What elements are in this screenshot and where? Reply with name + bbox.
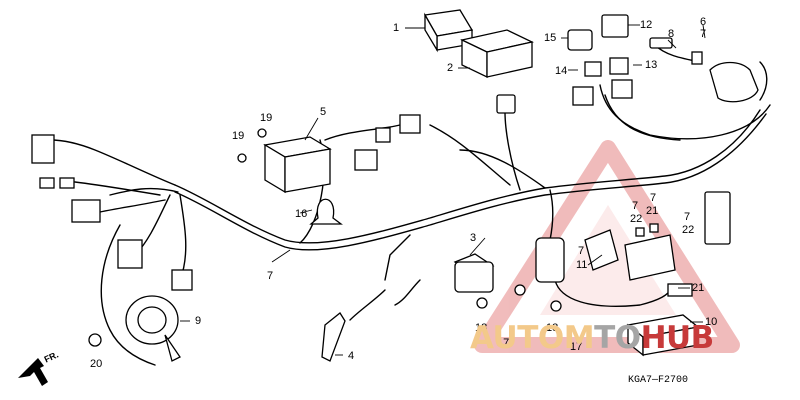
label-part-7-left: 7 <box>267 270 274 282</box>
watermark-text: AUTOMTOHUB <box>470 322 714 354</box>
label-part-21-a: 21 <box>646 205 659 217</box>
label-part-3: 3 <box>470 232 477 244</box>
label-part-7-mid: 7 <box>578 245 585 257</box>
part-12-relay <box>601 14 629 38</box>
label-part-7-top: 7 <box>700 28 707 40</box>
label-part-18-a: 18 <box>475 322 488 334</box>
part-ignition-coil <box>535 237 565 283</box>
label-part-20: 20 <box>90 358 103 370</box>
watermark-part-2: TO <box>594 320 641 356</box>
watermark-part-3: HUB <box>640 320 715 356</box>
label-part-7-r1: 7 <box>632 200 639 212</box>
label-part-18-b: 18 <box>546 322 559 334</box>
label-part-6: 6 <box>700 16 707 28</box>
label-part-15: 15 <box>544 32 557 44</box>
label-part-7-r2: 7 <box>650 192 657 204</box>
label-part-19-b: 19 <box>232 130 245 142</box>
part-16-clamp <box>309 198 343 225</box>
label-part-17-b: 17 <box>570 341 583 353</box>
label-part-19-a: 19 <box>260 112 273 124</box>
label-part-12: 12 <box>640 19 653 31</box>
label-part-10: 10 <box>705 316 718 328</box>
label-part-13: 13 <box>645 59 658 71</box>
main-harness <box>174 109 761 244</box>
label-part-14: 14 <box>555 65 568 77</box>
label-part-8: 8 <box>668 28 675 40</box>
figure-code: KGA7—F2700 <box>628 375 689 386</box>
label-part-4: 4 <box>348 350 355 362</box>
label-part-16: 16 <box>295 208 308 220</box>
label-part-1: 1 <box>393 22 400 34</box>
label-part-5: 5 <box>320 106 327 118</box>
label-part-21-b: 21 <box>692 282 705 294</box>
label-part-17-a: 17 <box>497 337 510 349</box>
part-4-cable <box>321 312 346 362</box>
label-part-11: 11 <box>576 259 588 271</box>
label-part-2: 2 <box>447 62 454 74</box>
label-part-22-a: 22 <box>630 213 643 225</box>
label-part-9: 9 <box>195 315 202 327</box>
label-part-22-b: 22 <box>682 224 695 236</box>
front-arrow-icon <box>18 358 48 386</box>
watermark-part-1: AUTOM <box>470 320 595 356</box>
label-part-7-r3: 7 <box>684 211 691 223</box>
